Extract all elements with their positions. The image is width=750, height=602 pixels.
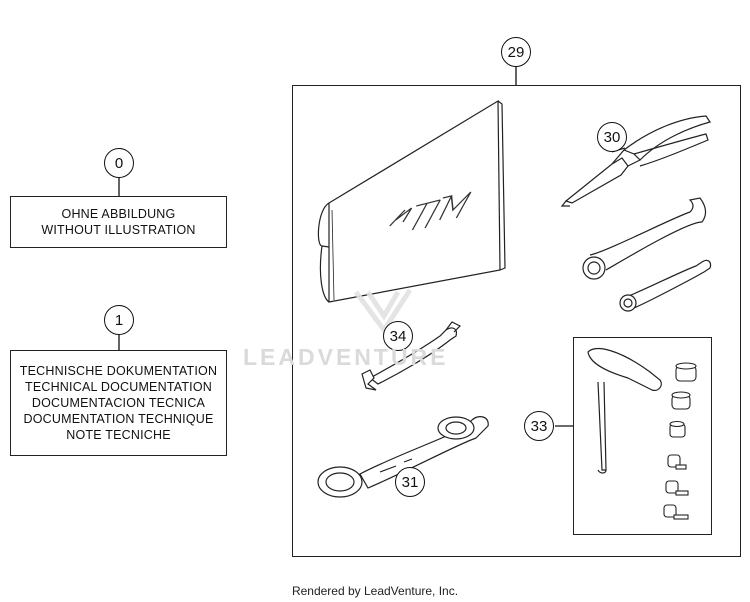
box1-line1: TECHNISCHE DOKUMENTATION [19,364,218,378]
t-handle-hex-key [587,348,662,474]
callout-29[interactable]: 29 [501,37,531,67]
watermark-text: LEADVENTURE [243,344,449,370]
open-end-wrench [361,321,462,391]
technical-documentation-box: TECHNISCHE DOKUMENTATION TECHNICAL DOCUM… [10,350,227,456]
callout-0[interactable]: 0 [104,148,134,178]
ktm-logo [389,191,472,231]
combination-wrench-small [619,259,712,312]
footer-credit: Rendered by LeadVenture, Inc. [291,584,459,598]
box0-line1: OHNE ABBILDUNG [61,207,176,221]
socket-bits [663,362,697,520]
callout-33[interactable]: 33 [524,411,554,441]
without-illustration-box: OHNE ABBILDUNG WITHOUT ILLUSTRATION [10,196,227,248]
callout-1[interactable]: 1 [104,305,134,335]
callout-31[interactable]: 31 [395,467,425,497]
box0-line2: WITHOUT ILLUSTRATION [41,223,196,237]
callout-30[interactable]: 30 [597,122,627,152]
tool-bag-drawing [317,99,506,303]
box1-line4: DOCUMENTATION TECHNIQUE [23,412,214,426]
callout-34[interactable]: 34 [383,321,413,351]
box1-line2: TECHNICAL DOCUMENTATION [24,380,212,394]
box1-line3: DOCUMENTACION TECNICA [31,396,206,410]
box1-line5: NOTE TECNICHE [66,428,171,442]
tool-kit-frame [292,85,741,557]
ring-spanner [317,416,489,498]
combination-wrench-large [582,197,707,280]
pliers-drawing [560,115,711,207]
hex-key-set-frame [573,337,712,535]
